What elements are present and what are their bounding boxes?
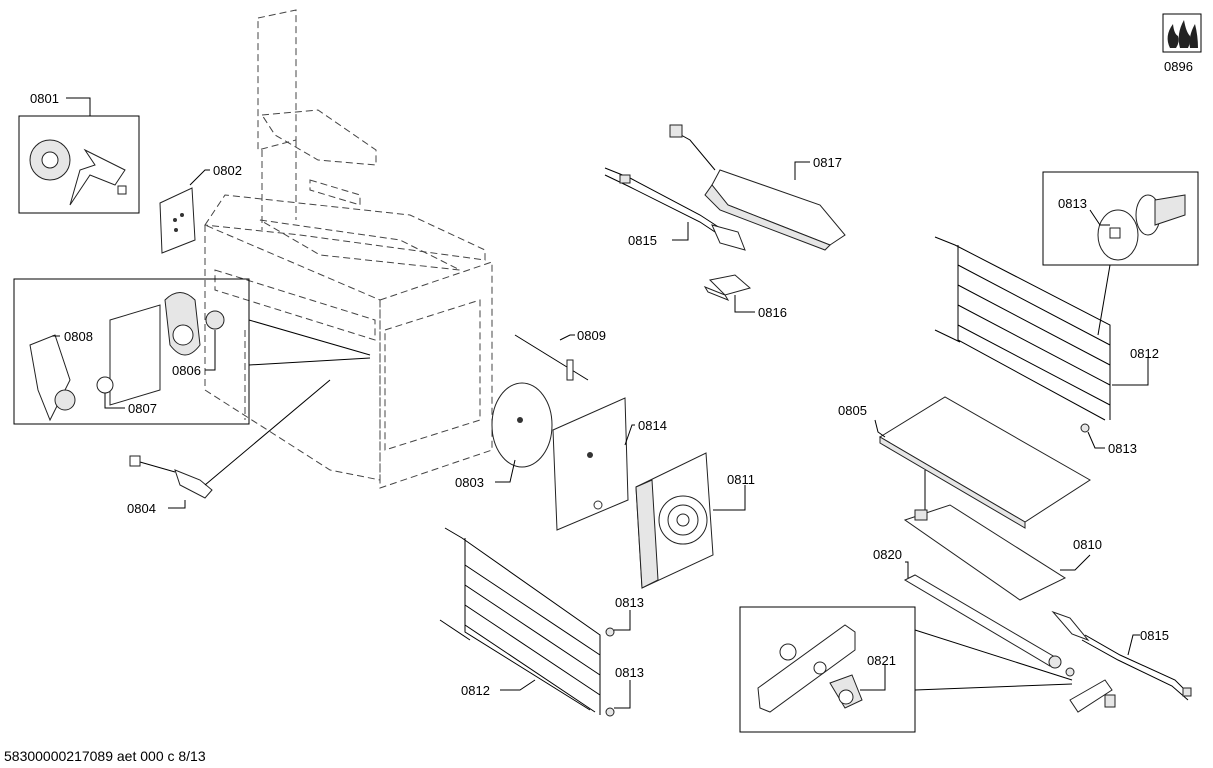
detail-box-lamp: [13, 278, 250, 425]
label-0821: 0821: [867, 653, 896, 668]
part-0804-sensor: [129, 455, 213, 499]
oven-cavity: [204, 9, 493, 489]
part-0806-lamp-cover: [164, 292, 225, 356]
part-0815-wiring-bottom: [1051, 610, 1192, 701]
flame-icon: [1162, 13, 1202, 53]
part-0801-fan-motor: [18, 115, 140, 214]
part-0814-rear-panel: [552, 397, 629, 531]
part-0816-clip: [703, 274, 752, 302]
label-0801: 0801: [30, 91, 59, 106]
label-0803: 0803: [455, 475, 484, 490]
label-0805: 0805: [838, 403, 867, 418]
label-0806: 0806: [172, 363, 201, 378]
part-0810-heater-plate: [903, 504, 1067, 601]
part-0820-heating-rod: [903, 574, 1075, 677]
label-0813-left-bottom: 0813: [615, 665, 644, 680]
label-0815-top: 0815: [628, 233, 657, 248]
part-bracket-lower: [1069, 679, 1116, 713]
label-0896: 0896: [1164, 59, 1193, 74]
detail-box-bracket: [739, 606, 916, 733]
part-0817-heating-element: [669, 124, 846, 251]
screw-0813-right: [1080, 423, 1090, 433]
part-0812-side-rack-right: [934, 236, 1111, 421]
label-0820: 0820: [873, 547, 902, 562]
label-0817: 0817: [813, 155, 842, 170]
part-0821-bracket: [757, 624, 863, 713]
screw-0813-left-top: [605, 627, 615, 637]
detail-box-screw: [1042, 171, 1199, 266]
label-0811: 0811: [727, 472, 755, 487]
label-0813-box: 0813: [1058, 196, 1087, 211]
part-0809-temperature-sensor: [514, 334, 589, 381]
label-0816: 0816: [758, 305, 787, 320]
label-0812-right: 0812: [1130, 346, 1159, 361]
part-0812-side-rack-left: [439, 527, 601, 715]
screw-0813-left-bottom: [605, 707, 615, 717]
part-0807-gasket: [96, 304, 161, 406]
part-0808-lamp-holder: [29, 334, 76, 422]
label-0812-left: 0812: [461, 683, 490, 698]
label-0809: 0809: [577, 328, 606, 343]
label-0813-left-top: 0813: [615, 595, 644, 610]
label-0804: 0804: [127, 501, 156, 516]
part-0803-back-plate: [491, 382, 553, 468]
label-0807: 0807: [128, 401, 157, 416]
label-0802: 0802: [213, 163, 242, 178]
part-0815-wiring-top: [604, 167, 746, 251]
label-0808: 0808: [64, 329, 93, 344]
part-0805-bottom-tray: [879, 396, 1091, 529]
part-0802-rear-cover: [159, 187, 196, 254]
label-0813-right: 0813: [1108, 441, 1137, 456]
part-0813-screw-detail: [1097, 194, 1186, 261]
label-0810: 0810: [1073, 537, 1102, 552]
part-0811-fan-heater: [635, 452, 714, 589]
label-0814: 0814: [638, 418, 667, 433]
document-footer: 58300000217089 aet 000 c 8/13: [4, 748, 206, 764]
label-0815-bottom: 0815: [1140, 628, 1169, 643]
